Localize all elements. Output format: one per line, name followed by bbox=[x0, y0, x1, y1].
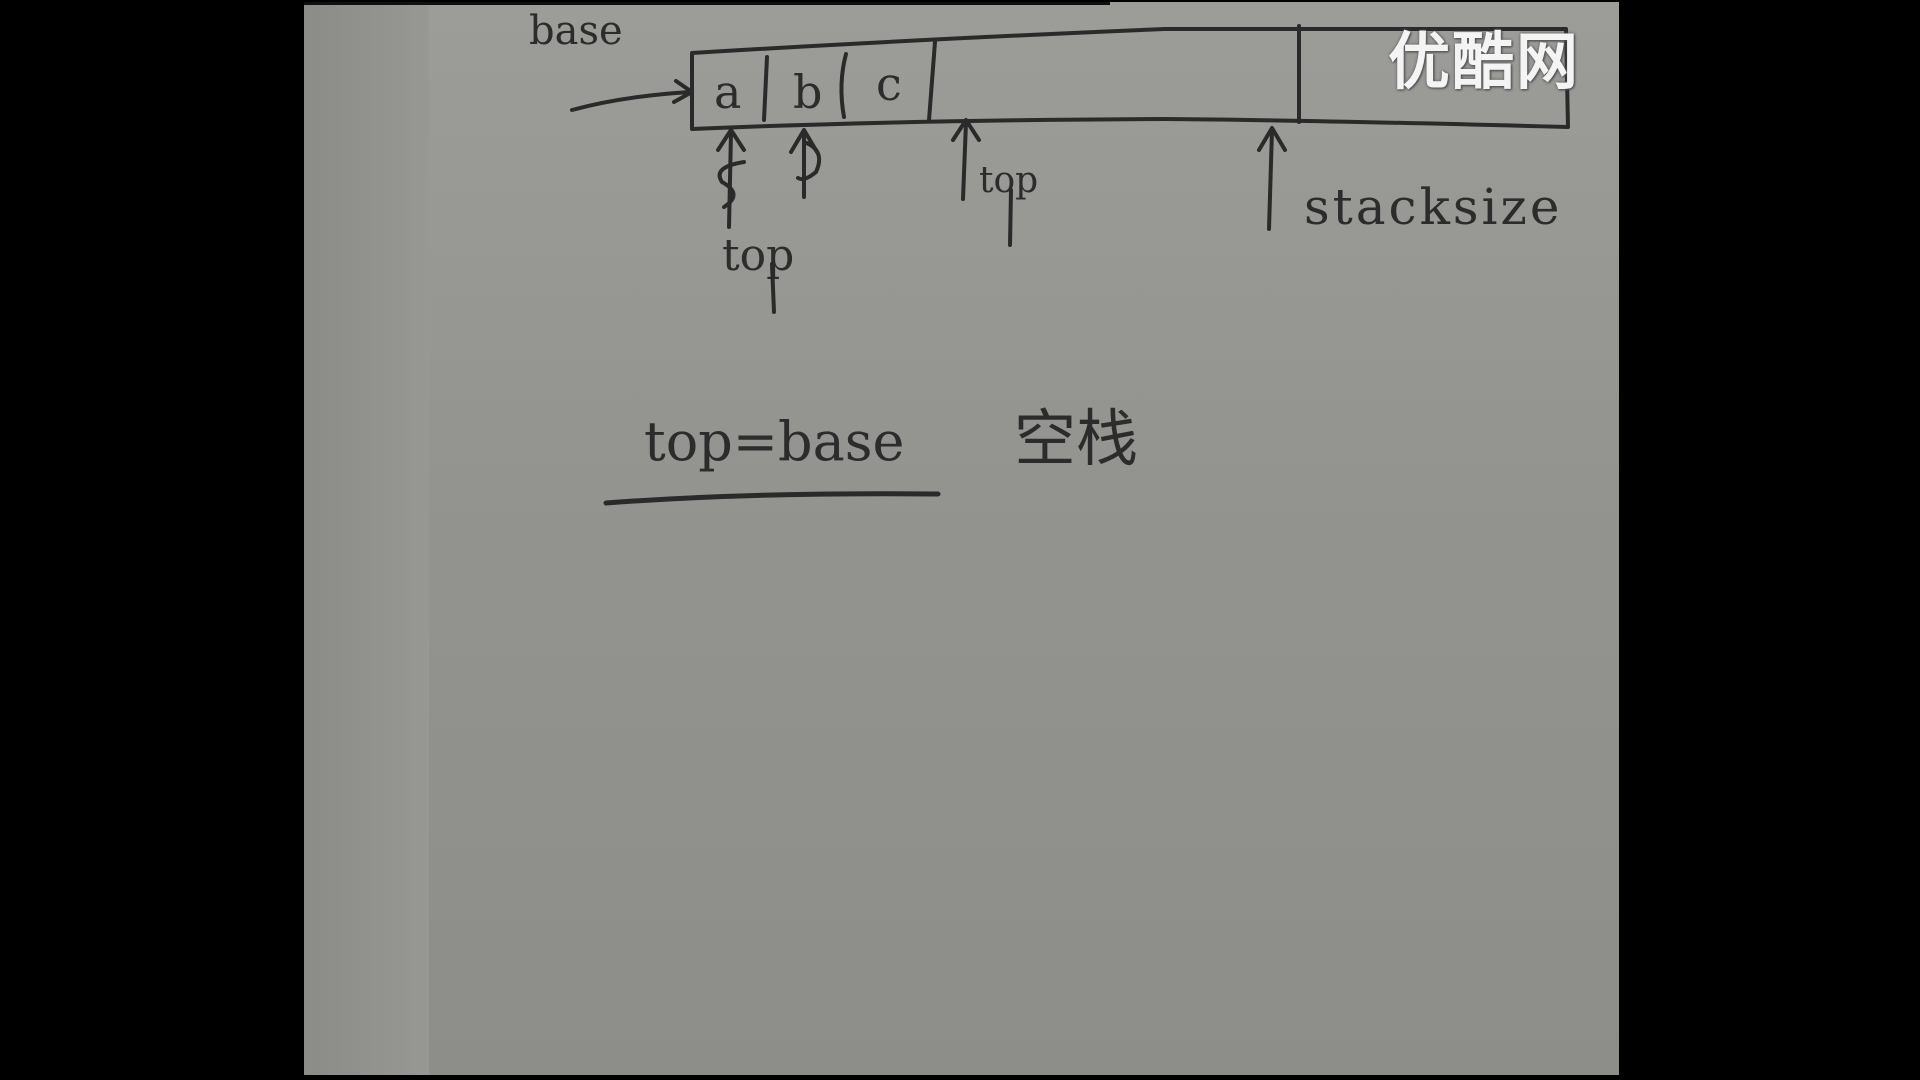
video-frame[interactable]: base a b c top top bbox=[304, 2, 1619, 1075]
condition-underline bbox=[603, 491, 941, 506]
top-label-current-tail bbox=[1008, 188, 1013, 247]
stack-array-outline bbox=[690, 27, 1570, 131]
top-label-tail bbox=[770, 262, 776, 314]
base-label: base bbox=[529, 8, 623, 54]
base-arrow bbox=[570, 90, 692, 112]
cell-c: c bbox=[876, 57, 902, 111]
cell-b: b bbox=[793, 65, 822, 119]
stacksize-label: stacksize bbox=[1304, 178, 1562, 236]
top-arrow-a bbox=[727, 130, 733, 229]
top-arrow-current bbox=[961, 120, 968, 201]
frame-top-border bbox=[304, 2, 1110, 5]
cell-divider-3 bbox=[927, 40, 937, 122]
top-label-initial: top bbox=[722, 230, 794, 281]
cell-divider-1 bbox=[762, 55, 769, 122]
top-scribble-b bbox=[796, 140, 821, 182]
stacksize-arrowhead bbox=[1257, 126, 1287, 152]
top-scribble-a bbox=[717, 160, 746, 209]
top-arrowhead-a bbox=[716, 128, 746, 152]
stacksize-arrow bbox=[1267, 128, 1274, 231]
top-arrowhead-current bbox=[951, 118, 981, 142]
empty-meaning: 空栈 bbox=[1014, 402, 1138, 475]
paper-edge bbox=[304, 2, 429, 1075]
youku-watermark: 优酷网 bbox=[1387, 25, 1580, 98]
empty-condition: top=base bbox=[644, 410, 904, 473]
whiteboard-drawing: base a b c top top bbox=[529, 8, 1570, 506]
cell-divider-2 bbox=[839, 52, 848, 119]
cell-a: a bbox=[714, 65, 741, 119]
top-label-current: top bbox=[979, 160, 1038, 201]
